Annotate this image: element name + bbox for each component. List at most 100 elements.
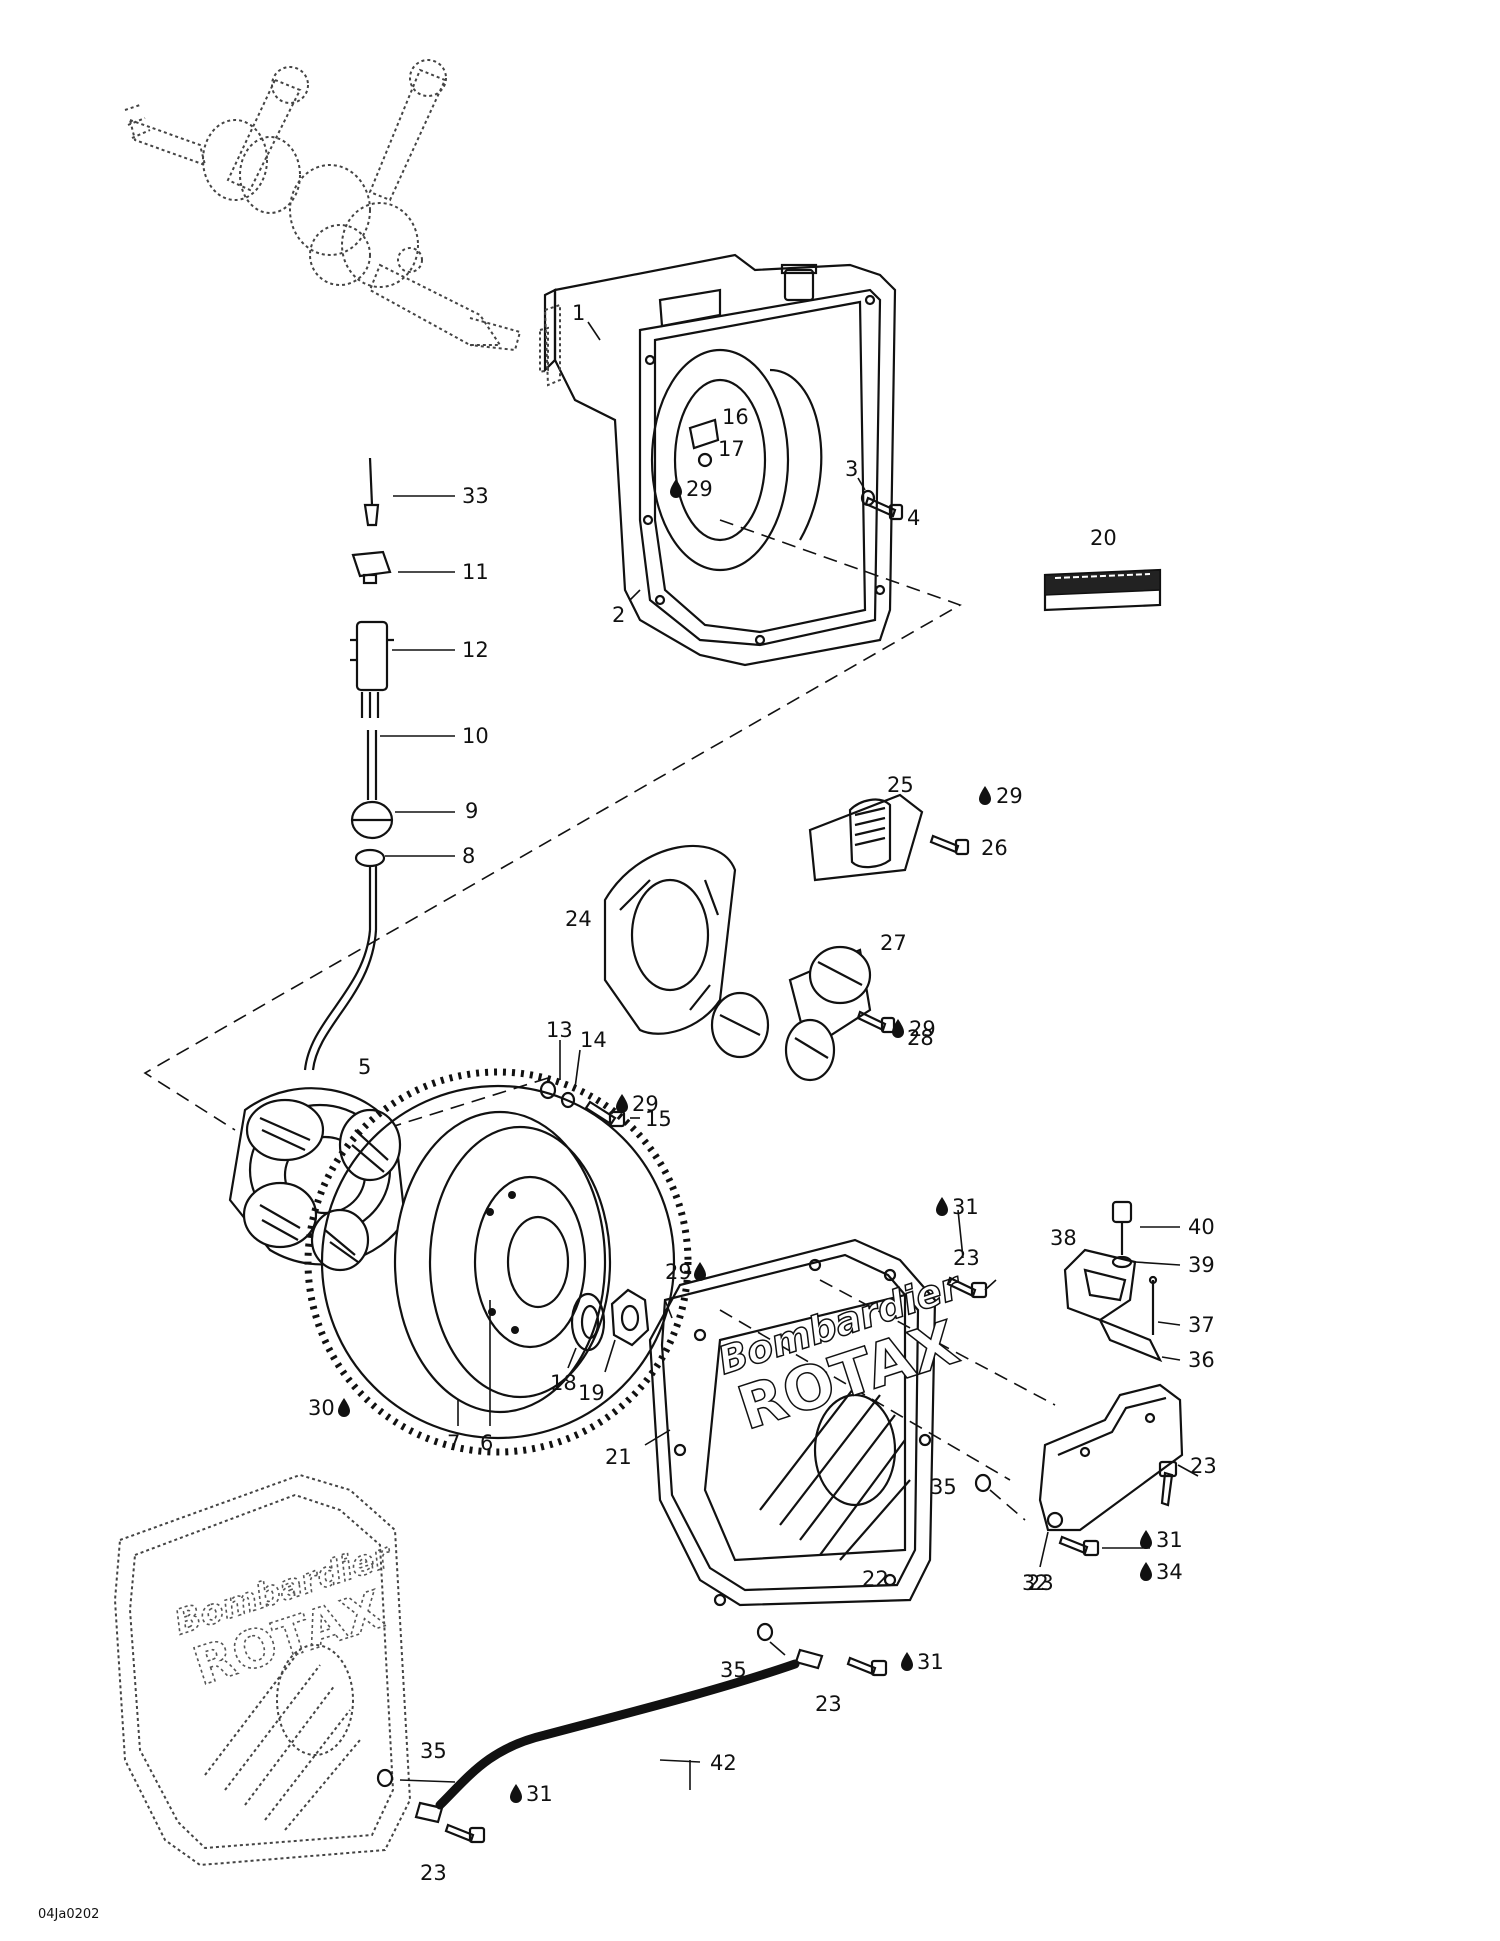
loctite-drop-icon	[979, 786, 991, 805]
washer-14	[560, 1091, 576, 1109]
screw-17	[697, 452, 713, 468]
callout-35-a: 35	[930, 1475, 957, 1499]
callout-19: 19	[578, 1381, 605, 1405]
loctite-drop-icon	[670, 479, 682, 498]
loctite-drop-icon	[936, 1197, 948, 1216]
assembly-line-cover-22b	[819, 1279, 1056, 1406]
bolt-23-c	[1058, 1535, 1100, 1557]
wire-terminal-33	[363, 457, 380, 527]
callout-29-a: 29	[686, 477, 713, 501]
grommet-9	[350, 800, 394, 840]
coil-25	[808, 793, 924, 882]
callout-32: 32	[1022, 1571, 1049, 1595]
callout-28: 28	[907, 1026, 934, 1050]
assembly-line-32	[989, 1489, 1026, 1521]
loctite-drop-icon	[1140, 1530, 1152, 1549]
bracket-plate-24	[603, 845, 737, 1035]
callout-10: 10	[462, 724, 489, 748]
callout-38: 38	[1050, 1226, 1077, 1250]
callout-8: 8	[462, 844, 475, 868]
washer-18	[570, 1292, 606, 1352]
flywheel-6	[393, 1110, 612, 1414]
callout-40: 40	[1188, 1215, 1215, 1239]
callout-37: 37	[1188, 1313, 1215, 1337]
loctite-drop-icon	[338, 1398, 350, 1417]
callout-31-c: 31	[917, 1650, 944, 1674]
magneto-cover-21: Bombardier ROTAX	[648, 1238, 968, 1607]
callout-33: 33	[462, 484, 489, 508]
callout-42: 42	[710, 1751, 737, 1775]
callout-23-b: 23	[1190, 1454, 1217, 1478]
callout-30: 30	[308, 1396, 335, 1420]
callout-23-d: 23	[815, 1692, 842, 1716]
callout-35-c: 35	[420, 1739, 447, 1763]
callout-34: 34	[1156, 1560, 1183, 1584]
callout-2: 2	[612, 603, 625, 627]
callout-14: 14	[580, 1028, 607, 1052]
mount-38	[1063, 1248, 1137, 1322]
washer-35-c	[376, 1768, 394, 1788]
screw-26	[929, 834, 970, 856]
clip-36	[1097, 1317, 1163, 1363]
callout-labels: 1 2 3 4 5 6 7 8 9 10 11 12 13 14 15 16 1…	[308, 301, 1217, 1885]
callout-13: 13	[546, 1018, 573, 1042]
callout-35-b: 35	[720, 1658, 747, 1682]
bracket-32	[1038, 1383, 1184, 1532]
grommet-8	[303, 848, 386, 1071]
callout-29-b: 29	[996, 784, 1023, 808]
callout-36: 36	[1188, 1348, 1215, 1372]
callout-39: 39	[1188, 1253, 1215, 1277]
loctite-drop-icon	[901, 1652, 913, 1671]
bolt-23-e	[444, 1823, 486, 1844]
callout-21: 21	[605, 1445, 632, 1469]
screw-28	[856, 1010, 896, 1034]
callout-26: 26	[981, 836, 1008, 860]
callout-29-d: 29	[632, 1092, 659, 1116]
nut-19	[610, 1288, 650, 1347]
callout-12: 12	[462, 638, 489, 662]
screw-40	[1111, 1200, 1133, 1255]
callout-23-c: 23	[1027, 1571, 1054, 1595]
cover-ghost: Bombardier ROTAX	[113, 1473, 412, 1867]
flywheel-housing	[539, 253, 897, 667]
callout-15: 15	[645, 1107, 672, 1131]
callout-16: 16	[722, 405, 749, 429]
callout-17: 17	[718, 437, 745, 461]
callout-31-d: 31	[526, 1782, 553, 1806]
coil-assembly-27	[710, 945, 872, 1082]
screw-4	[864, 496, 904, 521]
ground-cable-42	[414, 1648, 824, 1824]
flywheel-ring-gear-7	[304, 1068, 692, 1456]
callout-24: 24	[565, 907, 592, 931]
callout-5: 5	[358, 1055, 371, 1079]
bracket-16	[688, 418, 720, 450]
stator-5	[228, 1087, 407, 1272]
callout-4: 4	[907, 506, 920, 530]
callout-22: 22	[862, 1567, 889, 1591]
callout-23-e: 23	[420, 1861, 447, 1885]
washer-35-b	[756, 1622, 774, 1642]
screw-15	[584, 1100, 626, 1128]
callout-9: 9	[465, 799, 478, 823]
assembly-line-cover-22	[719, 1309, 1011, 1481]
washer-13	[539, 1080, 557, 1100]
connector-housing-12	[350, 620, 394, 718]
callout-25: 25	[887, 773, 914, 797]
washer-39	[1111, 1255, 1133, 1269]
callout-23-a: 23	[953, 1246, 980, 1270]
crankshaft-ghost	[124, 59, 522, 352]
figure-code: 04Ja0202	[38, 1907, 99, 1922]
callout-1: 1	[572, 301, 585, 325]
loctite-drop-icon	[694, 1262, 706, 1281]
loctite-drop-icon	[1140, 1562, 1152, 1581]
callout-29-e: 29	[665, 1260, 692, 1284]
callout-11: 11	[462, 560, 489, 584]
callout-31-a: 31	[952, 1195, 979, 1219]
bolt-23-d	[846, 1656, 888, 1677]
callout-6: 6	[480, 1431, 493, 1455]
lock-11	[351, 550, 392, 585]
washer-35-a	[974, 1473, 992, 1493]
loctite-drop-icon	[510, 1784, 522, 1803]
callout-3: 3	[845, 457, 858, 481]
